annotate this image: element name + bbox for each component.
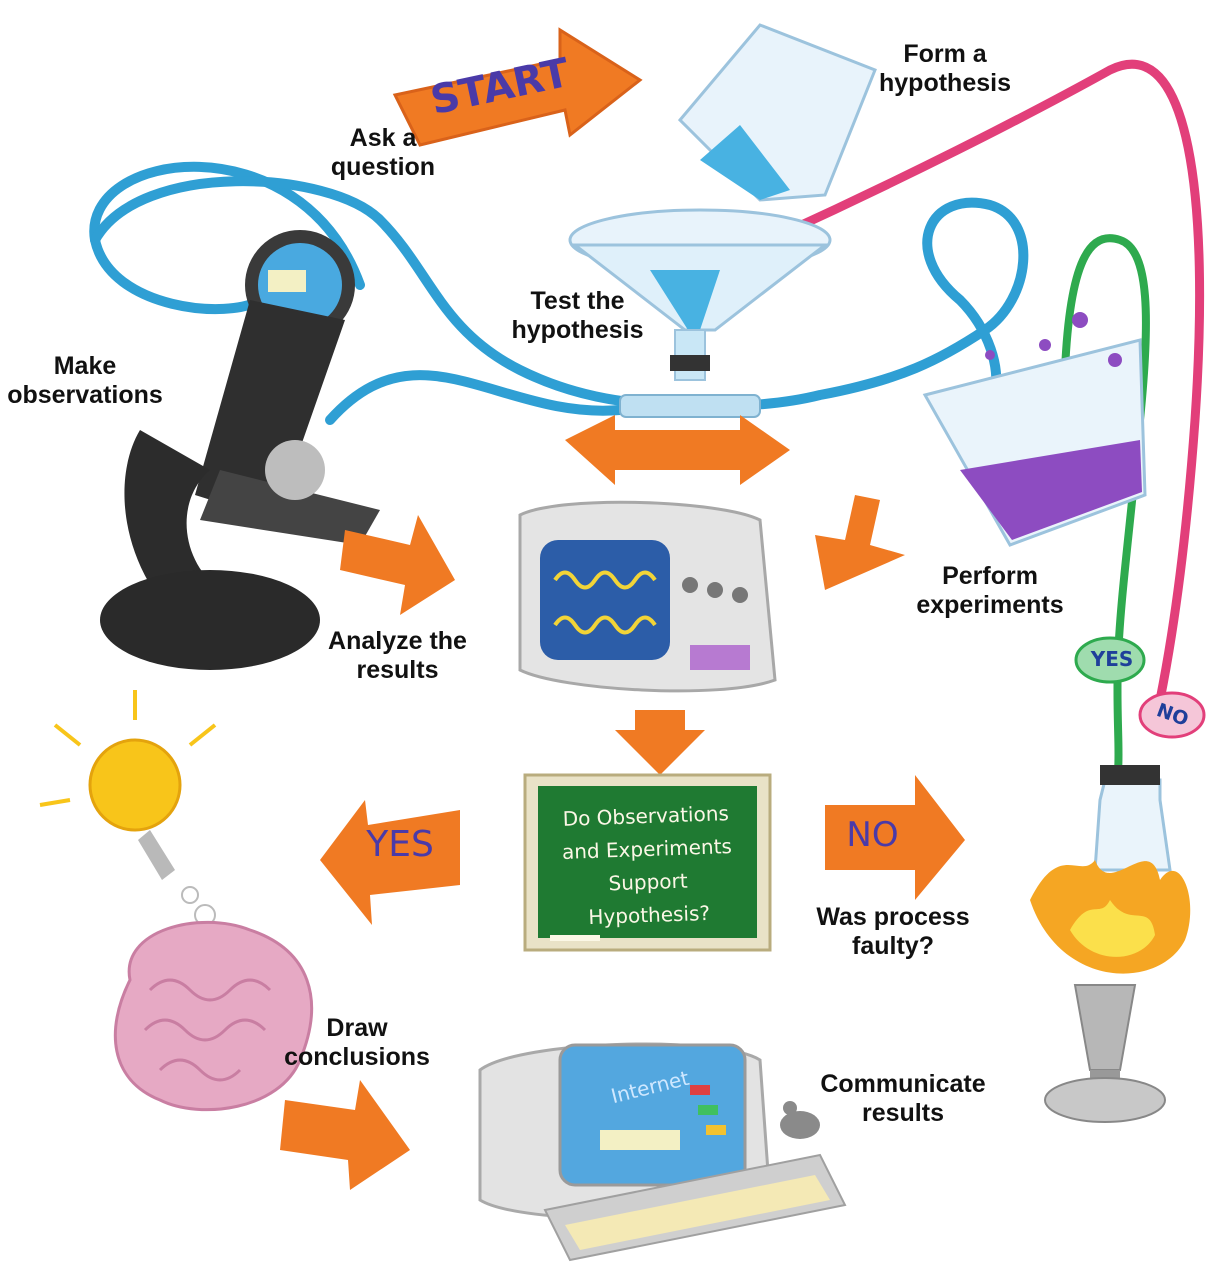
- no-valve: [1138, 691, 1206, 739]
- mouse: [780, 1101, 820, 1139]
- decision-yes-label: YES: [366, 824, 434, 865]
- double-arrow: [565, 415, 790, 485]
- arrow-from-microscope: [340, 515, 455, 615]
- decision-question: Do Observations and Experiments Support …: [561, 801, 733, 930]
- chalkboard: [523, 773, 772, 952]
- funnel: [568, 208, 832, 418]
- decision-no-label: NO: [846, 815, 899, 855]
- brain: [113, 920, 314, 1112]
- bunsen-burner: [1030, 765, 1191, 1123]
- no-arrow: [825, 775, 965, 900]
- valve-yes-label: YES: [1090, 647, 1134, 671]
- arrow-from-experiments: [815, 495, 905, 590]
- yes-valve: [1074, 636, 1146, 684]
- arrow-to-computer: [280, 1080, 410, 1190]
- oscilloscope: [518, 500, 777, 693]
- computer: [478, 1042, 847, 1262]
- yes-arrow: [320, 800, 460, 925]
- pink-tube: [775, 59, 1205, 705]
- start-arrow: [392, 27, 643, 147]
- blue-tube-upper: [90, 176, 685, 410]
- microscope: [100, 230, 380, 670]
- experiment-beaker: [922, 312, 1147, 547]
- arrow-down: [615, 710, 705, 775]
- blue-tube-loop: [922, 197, 1029, 395]
- lightbulb: [39, 690, 217, 926]
